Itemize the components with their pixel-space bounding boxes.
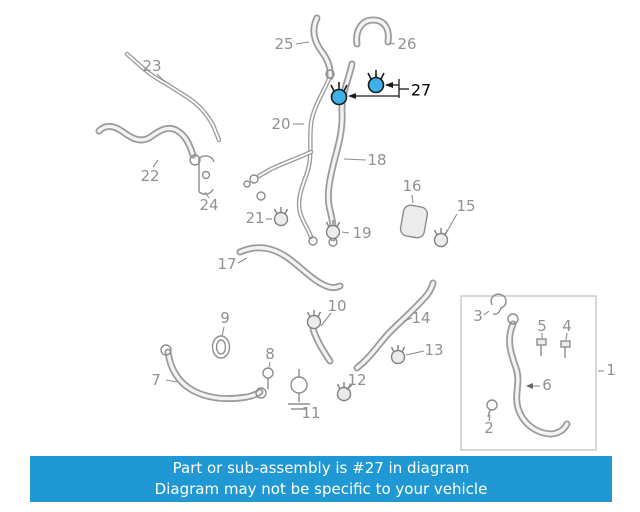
valve-11 <box>288 369 310 410</box>
clamp-15 <box>433 213 458 248</box>
bolt-4 <box>560 332 571 358</box>
bolt-5 <box>536 333 547 356</box>
hose-10 <box>306 309 334 365</box>
banner-line-2: Diagram may not be specific to your vehi… <box>154 480 488 498</box>
hose-26 <box>353 16 396 48</box>
hose-25 <box>295 14 334 81</box>
hose-23 <box>124 51 222 143</box>
clamp-27-right <box>367 70 385 94</box>
callout-27-bracket <box>348 79 409 99</box>
hose-6 <box>506 313 571 438</box>
hose-22 <box>95 122 201 168</box>
fitting-2 <box>486 399 498 422</box>
info-banner: Part or sub-assembly is #27 in diagram D… <box>30 456 612 502</box>
cylinder-16 <box>399 194 429 239</box>
clamp-27-left <box>330 82 348 106</box>
pipe-20 <box>243 69 335 240</box>
seal-ring-9 <box>211 326 231 359</box>
assembly-box-1 <box>460 295 604 451</box>
bracket-24 <box>198 155 215 199</box>
hose-17 <box>236 244 344 291</box>
clamp-19 <box>325 219 350 240</box>
highlighted-part-27 <box>330 70 409 106</box>
fitting-8 <box>262 361 274 389</box>
clamp-21 <box>266 206 289 227</box>
hose-14 <box>353 279 437 372</box>
hook-3 <box>483 293 507 316</box>
banner-line-1: Part or sub-assembly is #27 in diagram <box>172 459 470 477</box>
hose-7 <box>160 344 267 402</box>
clamp-13 <box>390 344 425 365</box>
clamp-12 <box>336 381 353 402</box>
